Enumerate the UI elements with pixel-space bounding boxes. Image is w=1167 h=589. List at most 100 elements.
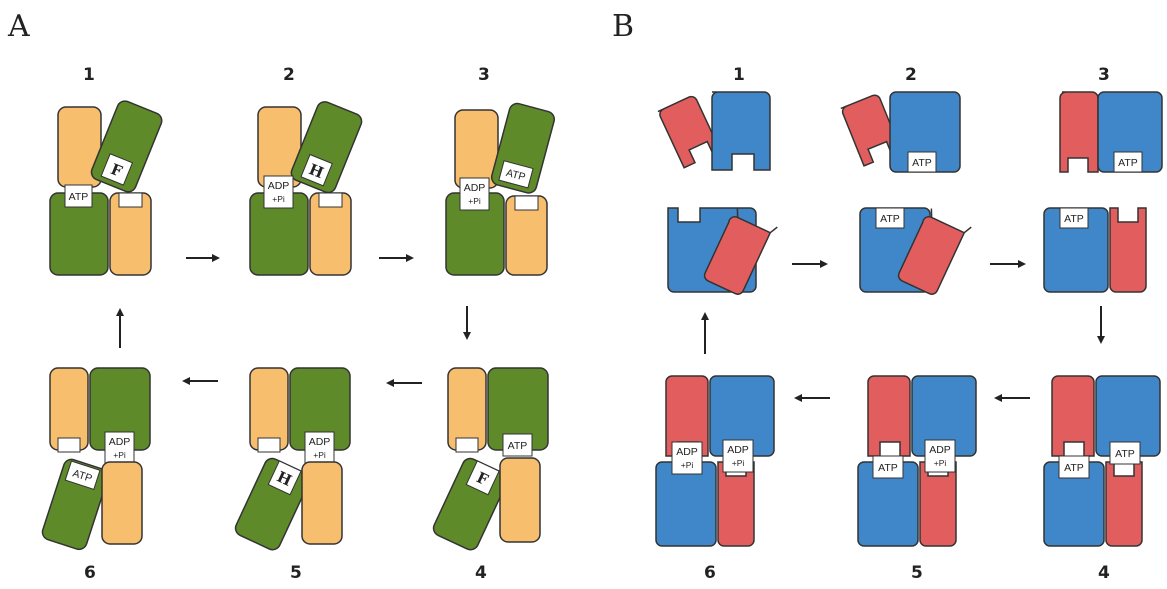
atp-box (872, 455, 904, 479)
pi-label: +Pi (681, 460, 694, 470)
adp-box (263, 175, 294, 209)
pi-label: +Pi (272, 194, 285, 204)
atp-box (64, 460, 101, 490)
atp-label: ATP (878, 462, 898, 474)
empty-site (514, 195, 539, 211)
panel-a-step-2-number: 2 (283, 65, 295, 85)
empty-site (455, 437, 479, 453)
red-subunit (1105, 461, 1143, 547)
orange-subunit (499, 457, 541, 543)
atp-box (1058, 455, 1090, 479)
atp-label: ATP (1115, 448, 1135, 460)
atp-label: ATP (71, 467, 93, 484)
panel-b-label: B (612, 9, 634, 44)
panel-b-step-4: 4 ATP ATP (1043, 375, 1161, 583)
adp-label: ADP (268, 180, 290, 192)
letter-label: H (306, 160, 326, 182)
panel-b-step-2-number: 2 (905, 65, 917, 85)
panel-a-step-5-number: 5 (290, 563, 302, 583)
binding-site (465, 460, 500, 496)
atp-box (1109, 441, 1141, 465)
adp-box (722, 439, 754, 473)
atp-label: ATP (1118, 157, 1138, 169)
arrow-down-icon (1097, 306, 1105, 344)
adp-label: ADP (109, 436, 131, 448)
panel-b-step-1b (667, 207, 778, 295)
panel-b-step-3: 3 ATP (1059, 65, 1163, 173)
red-subunit (867, 375, 911, 457)
atp-box (502, 433, 533, 457)
panel-a-arrows (116, 254, 471, 387)
adp-label: ADP (929, 444, 951, 456)
panel-a-step-5: 5 ADP +Pi H (234, 367, 351, 583)
arrow-right-icon (379, 254, 414, 262)
panel-a: A 1 F ATP 2 H (7, 9, 556, 583)
pi-label: +Pi (468, 196, 481, 206)
empty-site (257, 437, 281, 453)
adp-box (304, 431, 335, 465)
pi-label: +Pi (732, 458, 745, 468)
arrow-up-icon (701, 312, 709, 354)
panel-b-step-2: 2 ATP (840, 65, 961, 173)
pi-label: +Pi (113, 450, 126, 460)
panel-b-step-4-number: 4 (1098, 563, 1110, 583)
adp-label: ADP (309, 436, 331, 448)
panel-a-step-6: 6 ADP +Pi ATP (41, 367, 151, 583)
panel-a-step-2: 2 H ADP +Pi (249, 65, 363, 276)
red-subunit (657, 95, 722, 169)
arrow-right-icon (792, 260, 828, 268)
binding-site (100, 153, 134, 186)
arrow-left-icon (994, 394, 1030, 402)
pi-label: +Pi (934, 458, 947, 468)
atp-box (1113, 151, 1143, 173)
atp-label: ATP (69, 191, 89, 203)
atp-label: ATP (880, 213, 900, 225)
orange-subunit (101, 461, 143, 545)
panel-a-step-1-number: 1 (83, 65, 95, 85)
atp-box (64, 184, 93, 208)
adp-label: ADP (727, 444, 749, 456)
panel-b-step-3-number: 3 (1098, 65, 1110, 85)
binding-site (300, 153, 333, 187)
arrow-left-icon (794, 394, 830, 402)
panel-a-step-6-number: 6 (84, 563, 96, 583)
red-subunit (1109, 207, 1147, 293)
orange-subunit (301, 461, 343, 545)
panel-b-step-1: 1 (657, 65, 771, 171)
pi-label: +Pi (313, 450, 326, 460)
panel-a-step-3: 3 ATP ADP +Pi (445, 65, 556, 276)
atp-box (1059, 207, 1089, 229)
letter-label: H (274, 468, 294, 490)
panel-a-step-4: 4 ATP F (432, 367, 549, 583)
adp-label: ADP (464, 182, 486, 194)
atp-box (875, 207, 905, 229)
adp-box (459, 177, 490, 211)
adp-box (671, 441, 703, 475)
empty-site (318, 192, 343, 208)
adp-box (924, 439, 956, 473)
panel-a-step-4-number: 4 (475, 563, 487, 583)
red-subunit (717, 461, 755, 547)
panel-b-arrows (701, 260, 1105, 402)
blue-subunit (655, 461, 717, 547)
binding-site (267, 460, 302, 496)
red-subunit (919, 461, 957, 547)
arrow-right-icon (990, 260, 1026, 268)
arrow-up-icon (116, 308, 124, 348)
arrow-left-icon (182, 377, 218, 385)
panel-b-step-5: 5 ATP ADP +Pi (857, 375, 977, 583)
arrow-right-icon (186, 254, 220, 262)
arrow-left-icon (386, 379, 422, 387)
panel-b-step-1-number: 1 (733, 65, 745, 85)
atp-label: ATP (912, 157, 932, 169)
red-subunit (703, 208, 778, 295)
panel-b: B 1 2 ATP ATP (612, 9, 1163, 583)
panel-b-step-6: 6 ADP +Pi ADP +Pi (655, 375, 775, 583)
red-subunit (897, 208, 972, 295)
atp-box (907, 151, 937, 173)
empty-site (118, 192, 143, 208)
atp-label: ATP (1064, 462, 1084, 474)
atp-label: ATP (1064, 213, 1084, 225)
atp-label: ATP (505, 167, 527, 184)
